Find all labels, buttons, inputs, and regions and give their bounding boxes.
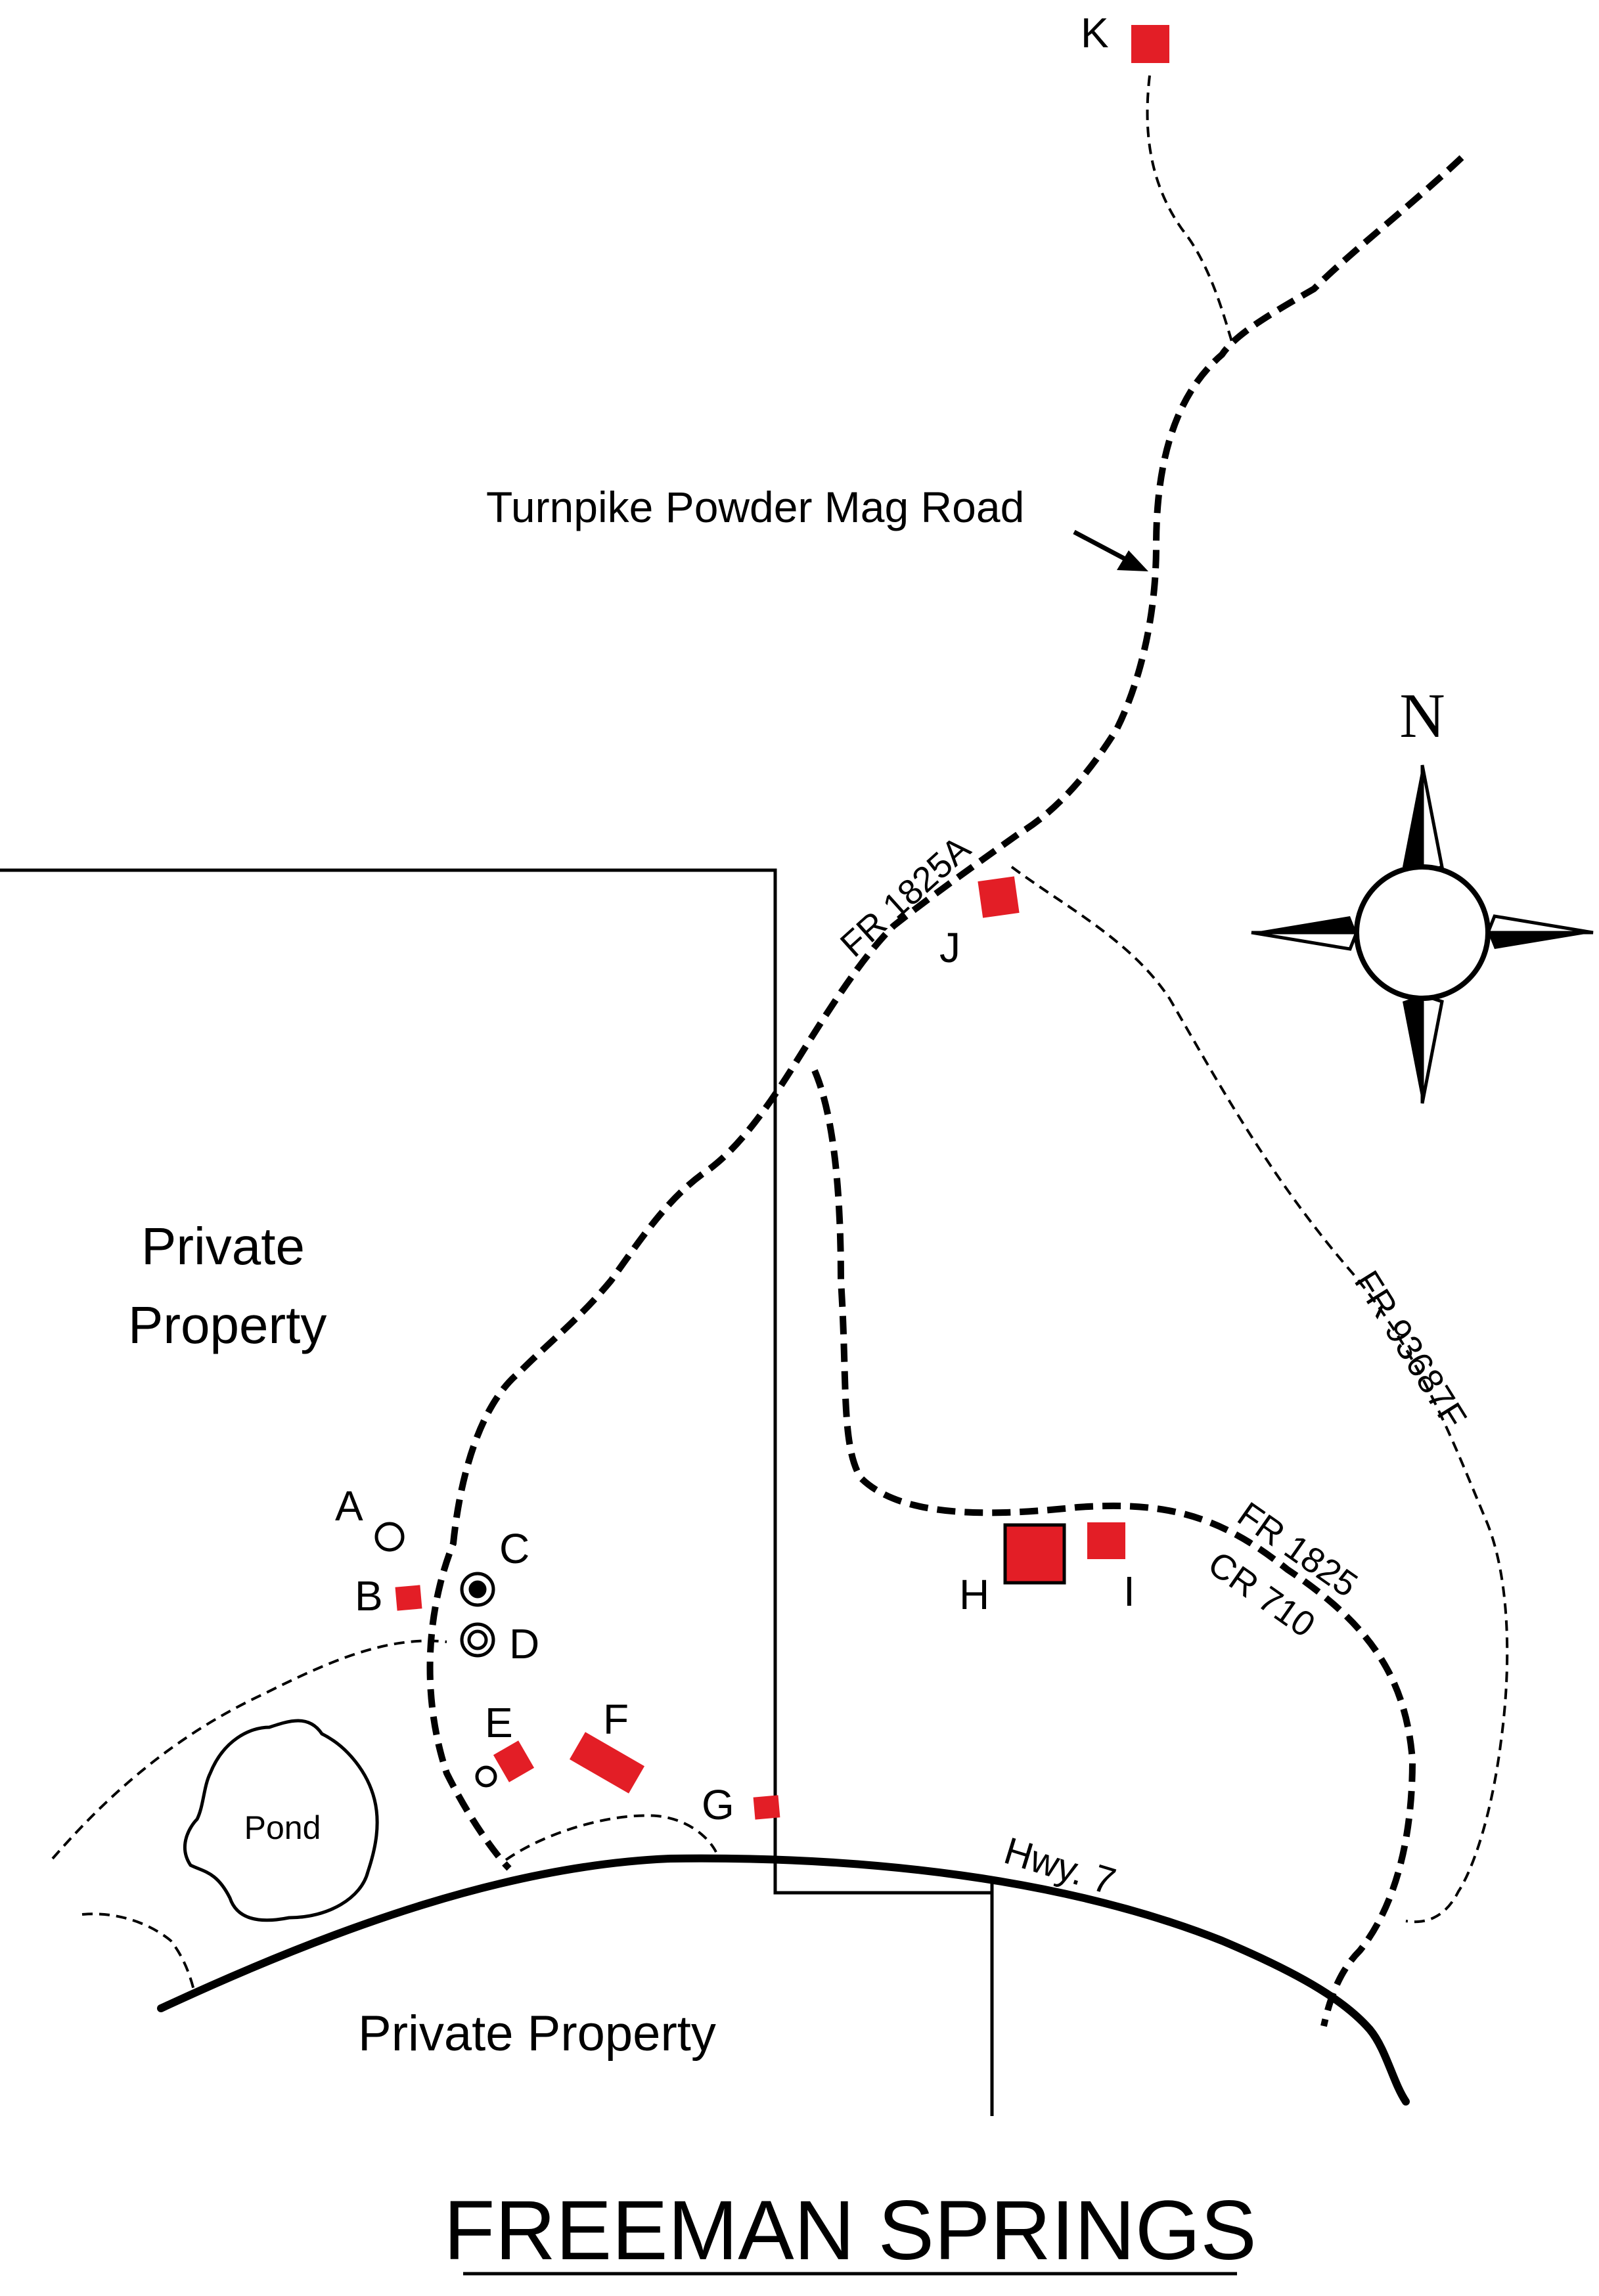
- site-k-marker: [1131, 25, 1169, 63]
- site-e-label: E: [485, 1699, 513, 1746]
- turnpike-powder-mag-road: [426, 155, 1464, 1871]
- site-e-small-circle: [475, 1765, 497, 1788]
- site-g-marker: [753, 1795, 780, 1820]
- site-g-label: G: [702, 1781, 734, 1828]
- site-b-marker: [395, 1585, 422, 1611]
- area-labels: Private Property Private Property: [128, 1217, 716, 2062]
- thick-dashed-roads: [426, 155, 1464, 2027]
- compass-north-label: N: [1399, 680, 1445, 751]
- fr-1825-cr-710-road: [811, 1069, 1416, 2027]
- site-b-label: B: [355, 1572, 383, 1620]
- pond: Pond: [183, 1719, 379, 1922]
- site-e-marker: [493, 1740, 535, 1782]
- site-d-label: D: [509, 1620, 539, 1667]
- site-labels: K J H I A B C D E F G: [335, 9, 1135, 1828]
- road-labels: Turnpike Powder Mag Road FR 1825A FR 936…: [486, 483, 1474, 1903]
- private-property-south: Private Property: [358, 2006, 716, 2062]
- pond-label: Pond: [244, 1809, 321, 1846]
- site-h-marker: [1003, 1523, 1066, 1585]
- compass-rose-icon: N: [1251, 680, 1594, 1104]
- trail-to-g: [505, 1814, 717, 1861]
- site-h-label: H: [959, 1571, 989, 1618]
- site-j-label: J: [939, 924, 960, 971]
- leader-arrow-icon: [1073, 529, 1148, 571]
- hwy-7-road: [157, 1854, 1410, 2106]
- private-property-west-line1: Private: [141, 1217, 305, 1275]
- site-i-label: I: [1123, 1568, 1135, 1615]
- site-d-marker: [460, 1622, 495, 1658]
- trail-to-b: [51, 1639, 447, 1860]
- site-i-marker: [1087, 1522, 1125, 1559]
- trail-to-k: [1146, 75, 1233, 342]
- site-c-label: C: [499, 1525, 529, 1572]
- thin-dashed-trails: [51, 75, 1509, 1991]
- trail-southwest: [81, 1912, 195, 1991]
- fr-93687f-label: FR 93687F: [1347, 1264, 1474, 1436]
- property-boundaries: [0, 868, 994, 2116]
- site-a-label: A: [335, 1482, 363, 1530]
- private-property-boundary: [0, 868, 992, 1895]
- fr-93687f-trail: [1010, 866, 1509, 1924]
- site-c-marker: [460, 1572, 495, 1607]
- site-j-marker: [978, 876, 1020, 918]
- site-k-label: K: [1081, 9, 1109, 56]
- title-text: FREEMAN SPRINGS: [443, 2184, 1257, 2278]
- site-f-label: F: [603, 1696, 629, 1743]
- map-title: FREEMAN SPRINGS: [443, 2184, 1257, 2278]
- site-f-marker: [569, 1732, 645, 1794]
- private-property-west-line2: Property: [128, 1296, 327, 1354]
- turnpike-road-label: Turnpike Powder Mag Road: [486, 483, 1024, 531]
- site-a-marker: [374, 1522, 405, 1552]
- pond-outline: [183, 1719, 379, 1922]
- circle-markers: [374, 1522, 497, 1788]
- site-markers: [395, 25, 1169, 1820]
